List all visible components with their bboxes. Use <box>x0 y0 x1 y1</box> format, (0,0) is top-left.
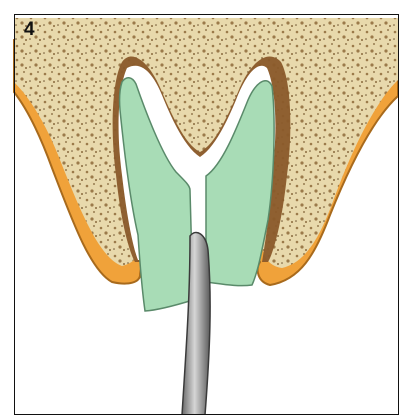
panel-number: 4 <box>24 20 35 39</box>
